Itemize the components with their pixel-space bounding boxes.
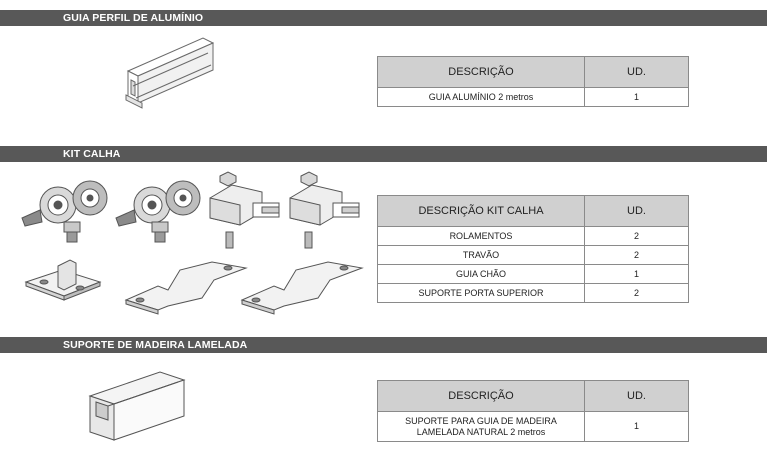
brake-illustration [209,171,360,249]
kit-calha-table: DESCRIÇÃO KIT CALHA UD. ROLAMENTOS 2 TRA… [377,195,689,303]
row-units: 1 [584,411,689,442]
section-header-laminated-wood-support: SUPORTE DE MADEIRA LAMELADA [0,337,767,353]
column-header-description: DESCRIÇÃO [377,56,585,88]
row-units: 1 [584,87,689,107]
column-header-units: UD. [584,380,689,412]
column-header-units: UD. [584,56,689,88]
table-row: GUIA CHÃO 1 [377,264,689,284]
aluminium-guide-table: DESCRIÇÃO UD. GUIA ALUMÍNIO 2 metros 1 [377,56,689,107]
table-row: TRAVÃO 2 [377,245,689,265]
row-units: 1 [584,264,689,284]
row-units: 2 [584,226,689,246]
column-header-description: DESCRIÇÃO KIT CALHA [377,195,585,227]
section-title: SUPORTE DE MADEIRA LAMELADA [63,339,248,351]
section-header-aluminium-guide: GUIA PERFIL DE ALUMÍNIO [0,10,767,26]
section-header-kit-calha: KIT CALHA [0,146,767,162]
row-description: GUIA CHÃO [377,264,585,284]
row-units: 2 [584,283,689,303]
laminated-wood-support-illustration [88,371,186,441]
column-header-description: DESCRIÇÃO [377,380,585,412]
laminated-wood-support-table: DESCRIÇÃO UD. SUPORTE PARA GUIA DE MADEI… [377,380,689,442]
section-title: KIT CALHA [63,148,121,160]
rollers-illustration [21,180,201,243]
row-description: SUPORTE PORTA SUPERIOR [377,283,585,303]
table-row: SUPORTE PORTA SUPERIOR 2 [377,283,689,303]
row-description: GUIA ALUMÍNIO 2 metros [377,87,585,107]
table-row: SUPORTE PARA GUIA DE MADEIRA LAMELADA NA… [377,411,689,442]
section-title: GUIA PERFIL DE ALUMÍNIO [63,12,204,24]
door-support-illustration [124,261,364,315]
table-row: GUIA ALUMÍNIO 2 metros 1 [377,87,689,107]
table-row: ROLAMENTOS 2 [377,226,689,246]
column-header-units: UD. [584,195,689,227]
row-description: ROLAMENTOS [377,226,585,246]
row-description: TRAVÃO [377,245,585,265]
row-units: 2 [584,245,689,265]
floor-guide-illustration [24,259,102,301]
row-description: SUPORTE PARA GUIA DE MADEIRA LAMELADA NA… [377,411,585,442]
